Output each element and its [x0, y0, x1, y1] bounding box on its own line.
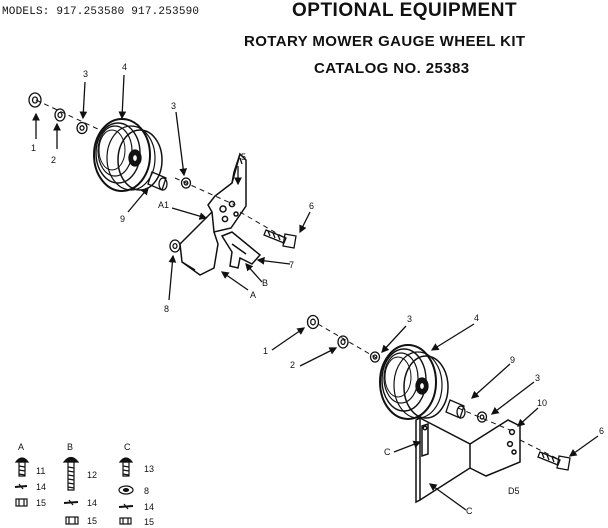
legend-item-number: 14 — [87, 498, 97, 508]
callout-label: 9 — [510, 355, 515, 365]
hex-nut-icon — [119, 517, 132, 525]
legend-item-number: 14 — [36, 482, 46, 492]
callout-label: 4 — [474, 313, 479, 323]
legend-group-letter: B — [67, 442, 73, 452]
callout-label: 7 — [289, 260, 294, 270]
mounting-bracket-part — [415, 416, 521, 504]
callout-label: 5 — [241, 152, 246, 162]
hex-nut-icon — [65, 516, 79, 525]
lock-washer-icon — [14, 483, 28, 490]
callout-label: C — [384, 447, 391, 457]
lock-washer-icon — [63, 499, 79, 506]
callout-label: 1 — [31, 143, 36, 153]
bushing-part — [445, 399, 466, 419]
page-title: OPTIONAL EQUIPMENT — [292, 0, 518, 21]
legend-item-number: 13 — [144, 464, 154, 474]
callout-label: 3 — [171, 101, 176, 111]
washer-part — [54, 108, 66, 122]
legend-labels: A 11 14 15 B 12 14 15 C 13 8 14 15 — [18, 442, 154, 527]
callout-label: 3 — [407, 314, 412, 324]
legend-item-number: 15 — [87, 516, 97, 526]
right-assembly — [271, 314, 599, 511]
lock-washer-icon — [118, 503, 134, 510]
legend-item-number: 15 — [144, 517, 154, 527]
legend-item-number: 8 — [144, 486, 149, 496]
legend-item-number: 11 — [36, 466, 45, 476]
locknut-part — [28, 92, 42, 108]
models-label: MODELS: 917.253580 917.253590 — [2, 6, 200, 18]
carriage-bolt-icon — [14, 457, 30, 477]
callout-label: 2 — [51, 155, 56, 165]
legend-group-letter: C — [124, 442, 131, 452]
legend-item-number: 12 — [87, 470, 97, 480]
catalog-number: CATALOG NO. 25383 — [314, 60, 470, 77]
callout-label: 2 — [290, 360, 295, 370]
callout-label: 6 — [599, 426, 604, 436]
callout-label: 3 — [535, 373, 540, 383]
hex-nut-icon — [15, 498, 28, 507]
spacer-part — [369, 351, 381, 363]
callout-label: B — [262, 278, 268, 288]
gauge-wheel-part — [93, 118, 163, 192]
locknut-part — [306, 314, 320, 330]
bushing-part — [147, 171, 168, 191]
callout-labels: 1 2 3 4 3 5 6 9 A1 7 B A 8 1 2 3 4 9 3 1… — [31, 62, 604, 516]
legend-group-letter: A — [18, 442, 24, 452]
callout-label: 8 — [164, 304, 169, 314]
carriage-bolt-icon — [118, 457, 134, 477]
carriage-bolt-icon — [62, 456, 80, 491]
spacer-part — [76, 121, 88, 135]
callout-label: 3 — [83, 69, 88, 79]
callout-label: 1 — [263, 346, 268, 356]
left-assembly — [28, 74, 311, 301]
callout-label: 9 — [120, 214, 125, 224]
spacer-part — [180, 177, 192, 189]
callout-label: 6 — [309, 201, 314, 211]
flat-washer-icon — [118, 485, 134, 495]
kit-name: ROTARY MOWER GAUGE WHEEL KIT — [244, 33, 526, 50]
spacer-part — [476, 411, 488, 423]
legend-item-number: 14 — [144, 502, 154, 512]
gauge-wheel-part — [379, 344, 449, 420]
bolt-part — [263, 229, 297, 249]
washer-part — [337, 335, 349, 349]
callout-label: A — [250, 290, 256, 300]
callout-label: A1 — [158, 200, 169, 210]
bolt-part — [537, 451, 571, 471]
legend-item-number: 15 — [36, 498, 46, 508]
callout-label: D5 — [508, 486, 520, 496]
hardware-legend — [14, 456, 134, 525]
callout-label: 4 — [122, 62, 127, 72]
callout-label: C — [466, 506, 473, 516]
washer-part — [169, 239, 181, 253]
mounting-bracket-part — [179, 152, 262, 276]
callout-label: 10 — [537, 398, 547, 408]
